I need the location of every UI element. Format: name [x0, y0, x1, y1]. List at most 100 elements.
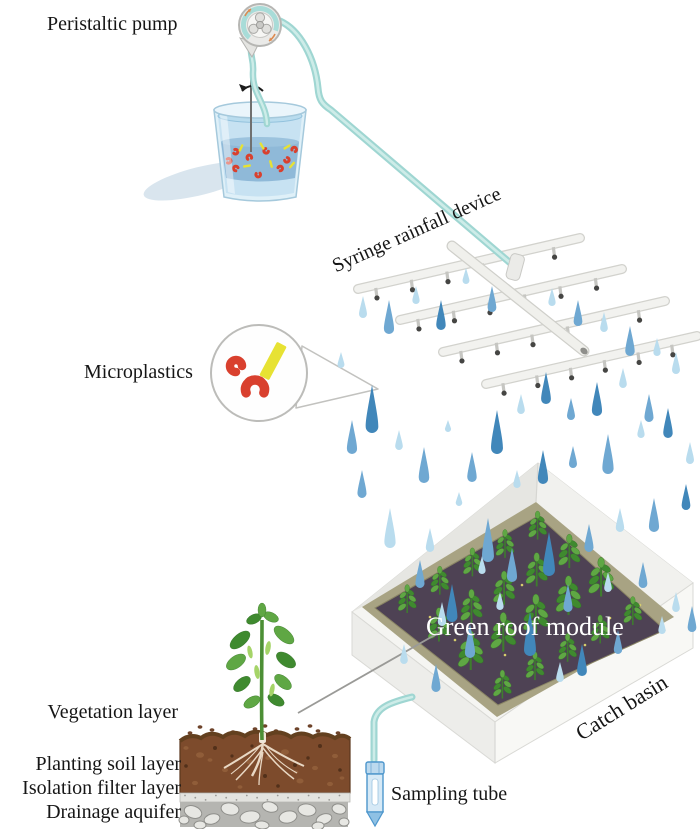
microplastic-fragment: [262, 147, 270, 155]
microplastic-fragment: [283, 156, 291, 164]
syringe-tip: [636, 317, 643, 323]
raindrop: [569, 446, 577, 469]
syringe-tip: [451, 318, 458, 324]
soil-clump: [207, 758, 213, 762]
raindrop: [513, 470, 521, 488]
microplastics-magnifier: [210, 324, 379, 422]
microplastic-fiber: [238, 144, 244, 152]
raindrop: [462, 268, 470, 284]
syringe-body: [602, 359, 607, 369]
raindrops: [337, 268, 697, 693]
raindrop: [346, 420, 358, 454]
soil-spot: [184, 764, 188, 768]
green-roof-module-label: Green roof module: [426, 612, 624, 641]
microplastic-fiber: [289, 161, 295, 169]
soil-crumb: [294, 727, 300, 731]
soil-clump: [332, 753, 338, 759]
soil-spot: [338, 768, 342, 772]
raindrop: [384, 508, 396, 549]
syringe-body: [501, 382, 506, 392]
sampling-tube-label: Sampling tube: [391, 783, 508, 805]
raindrop: [365, 385, 379, 434]
raindrop: [425, 528, 435, 553]
raindrop: [357, 470, 367, 499]
stone: [220, 802, 240, 816]
catch-basin: [351, 462, 694, 765]
soil-spot: [250, 744, 254, 748]
raindrop: [537, 450, 549, 484]
soil-crumb: [335, 731, 341, 735]
stone: [278, 810, 298, 824]
soil-clump: [296, 778, 304, 784]
microplastic-fragments: [225, 355, 270, 398]
stone: [203, 813, 221, 825]
syringe-body: [636, 352, 641, 361]
stone: [193, 820, 207, 829]
raindrop: [431, 664, 441, 693]
syringe-rainfall-device: [353, 233, 700, 396]
microplastic-fragment: [240, 375, 270, 398]
module-soil-bed: [374, 515, 666, 706]
soil-crumb: [209, 728, 215, 732]
soil-spot: [306, 756, 310, 760]
filter-grain: [266, 799, 269, 801]
sampling-tube-vial: [365, 761, 385, 828]
raindrop: [658, 616, 666, 634]
soil-crumb: [307, 724, 313, 728]
raindrop: [412, 286, 420, 305]
filter-grain: [204, 799, 207, 801]
microplastic-fragment: [245, 153, 254, 161]
sampling-tube-assembly: [365, 693, 416, 828]
microplastic-fiber: [259, 142, 265, 150]
syringe-tip: [501, 390, 507, 396]
syringe-body: [558, 286, 563, 295]
syringe-body: [530, 334, 535, 343]
raindrop: [602, 434, 614, 475]
soil-profile: [178, 724, 352, 829]
raindrop: [517, 394, 525, 414]
drainage-aquifer-label: Drainage aquifer: [46, 801, 181, 823]
raindrop: [653, 338, 661, 356]
raindrop: [681, 484, 691, 511]
syringe-body: [409, 279, 414, 288]
raindrop: [467, 452, 477, 482]
filter-grain: [276, 794, 279, 797]
manifold-spine: [446, 240, 590, 357]
stone: [331, 803, 347, 815]
drainage-stones: [178, 801, 350, 829]
soil-spot: [263, 774, 267, 778]
raindrop: [548, 288, 556, 306]
raindrop: [687, 606, 697, 632]
raindrop: [496, 592, 504, 610]
syringe-tip: [602, 367, 608, 373]
raindrop: [584, 524, 594, 552]
raindrop: [613, 630, 623, 655]
raindrop: [337, 352, 345, 368]
manifold-arms: [353, 233, 700, 389]
syringe-tip: [374, 295, 380, 301]
soil-clump: [183, 746, 189, 750]
raindrop: [541, 372, 551, 404]
syringe-tip: [409, 287, 416, 293]
filter-grain: [287, 796, 289, 799]
syringe-tip: [445, 279, 451, 285]
soil-crumb: [187, 731, 193, 735]
raindrop: [686, 442, 694, 464]
isolation-filter-layer-label: Isolation filter layer: [22, 777, 181, 799]
raindrop: [446, 584, 458, 623]
soil-clump: [192, 780, 198, 786]
soil-spot: [276, 784, 280, 788]
rain-arm: [482, 332, 700, 388]
raindrop: [437, 602, 447, 627]
soil-clump: [237, 785, 243, 789]
syringe-body: [636, 309, 641, 319]
raindrop: [455, 492, 463, 507]
syringe-tip: [636, 359, 642, 366]
raindrop: [400, 644, 408, 665]
raindrop: [615, 508, 625, 533]
filter-grain: [256, 796, 258, 799]
raindrop: [478, 556, 486, 574]
syringe-tip: [530, 342, 536, 348]
soil-clump: [312, 765, 318, 771]
stone: [239, 810, 261, 824]
